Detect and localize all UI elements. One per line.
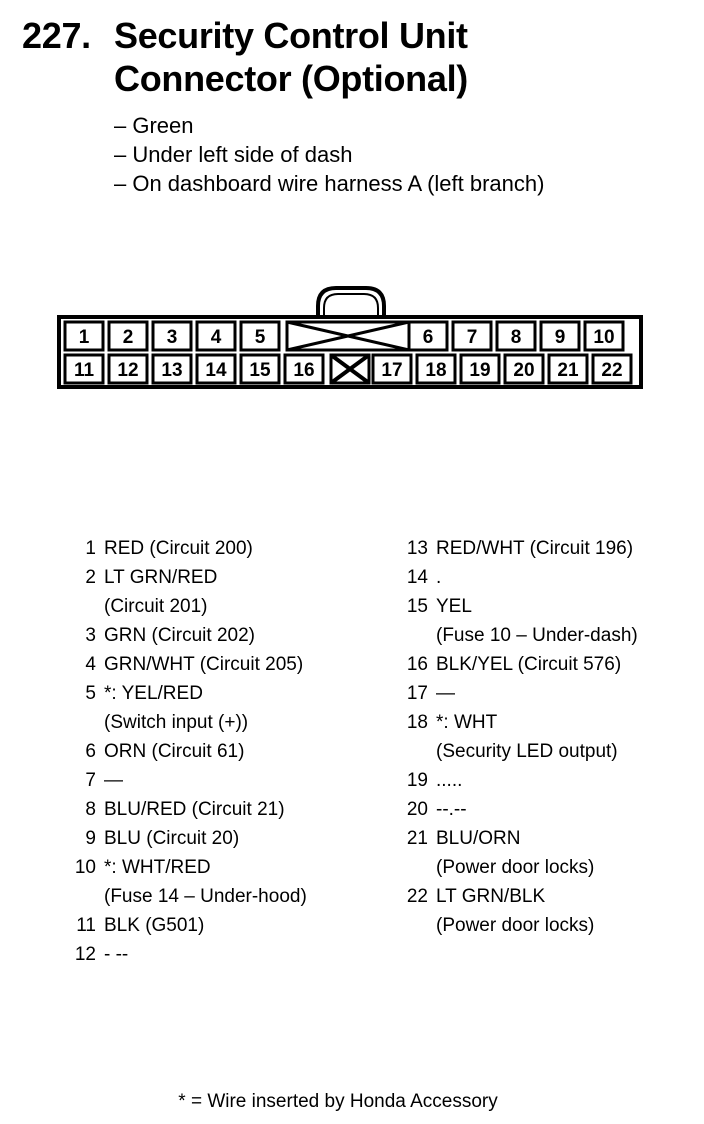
footnote: * = Wire inserted by Honda Accessory bbox=[178, 1091, 498, 1112]
pin-number-label: 10 bbox=[593, 327, 614, 348]
pin-row: 20--.-- bbox=[406, 799, 467, 820]
connector-cavity-13: 13 bbox=[151, 353, 193, 385]
connector-cavity-10: 10 bbox=[583, 320, 625, 352]
pin-number-label: 8 bbox=[511, 327, 522, 348]
pin-number-label: 12 bbox=[117, 360, 138, 381]
pin-row: 14 . bbox=[406, 567, 442, 588]
pin-number-label: 21 bbox=[557, 360, 579, 381]
connector-cavity-17: 17 bbox=[371, 353, 413, 385]
connector-cavity-6: 6 bbox=[407, 320, 449, 352]
connector-cavity-15: 15 bbox=[239, 353, 281, 385]
detail-harness: – On dashboard wire harness A (left bran… bbox=[114, 171, 545, 196]
section-number: 227. bbox=[22, 15, 91, 56]
connector-cavity-4: 4 bbox=[195, 320, 237, 352]
pin-number-label: 1 bbox=[79, 327, 90, 348]
connector-cavity-21: 21 bbox=[547, 353, 589, 385]
connector-cavity-1: 1 bbox=[63, 320, 105, 352]
pin-row: 18*: WHT bbox=[406, 712, 498, 733]
pin-number-label: 7 bbox=[467, 327, 478, 348]
pin-number-label: 15 bbox=[249, 360, 271, 381]
pin-row: 17— bbox=[406, 683, 455, 704]
detail-location: – Under left side of dash bbox=[114, 142, 353, 167]
connector-cavity-16: 16 bbox=[283, 353, 325, 385]
connector-cavity-20: 20 bbox=[503, 353, 545, 385]
pin-number-label: 22 bbox=[601, 360, 622, 381]
connector-cavity-3: 3 bbox=[151, 320, 193, 352]
pin-number-label: 4 bbox=[211, 327, 222, 348]
pin-number-label: 6 bbox=[423, 327, 434, 348]
connector-cavity-19: 19 bbox=[459, 353, 501, 385]
detail-color: – Green bbox=[114, 113, 194, 138]
connector-cavity-7: 7 bbox=[451, 320, 493, 352]
connector-cavity-22: 22 bbox=[591, 353, 633, 385]
connector-cavity-11: 11 bbox=[63, 353, 105, 385]
pin-row: 10*: WHT/RED bbox=[74, 857, 211, 878]
pin-row: 7— bbox=[85, 770, 123, 791]
pin-number-label: 18 bbox=[425, 360, 446, 381]
pin-number-label: 11 bbox=[74, 360, 95, 381]
pin-number-label: 16 bbox=[293, 360, 314, 381]
connector-lock-tab bbox=[316, 286, 386, 320]
connector-cavity-2: 2 bbox=[107, 320, 149, 352]
blank-cavity-bottom bbox=[329, 353, 371, 385]
connector-cavity-12: 12 bbox=[107, 353, 149, 385]
pin-row: 19..... bbox=[406, 770, 463, 791]
title-line-2: Connector (Optional) bbox=[114, 58, 468, 99]
pin-number-label: 2 bbox=[123, 327, 134, 348]
pin-number-label: 19 bbox=[469, 360, 490, 381]
connector-cavity-5: 5 bbox=[239, 320, 281, 352]
blank-cavity-top bbox=[285, 320, 411, 352]
connector-cavity-18: 18 bbox=[415, 353, 457, 385]
pin-number-label: 9 bbox=[555, 327, 566, 348]
pin-number-label: 17 bbox=[381, 360, 402, 381]
pin-number-label: 13 bbox=[161, 360, 182, 381]
pin-row: (Power door locks) bbox=[436, 915, 595, 936]
connector-details: – Green – Under left side of dash – On d… bbox=[114, 111, 544, 198]
pin-number-label: 20 bbox=[513, 360, 534, 381]
pin-row: (Fuse 14 – Under-hood) bbox=[104, 886, 307, 907]
pin-row: (Switch input (+)) bbox=[104, 712, 249, 733]
connector-cavity-14: 14 bbox=[195, 353, 237, 385]
pin-row: (Circuit 201) bbox=[104, 596, 208, 617]
title-line-1: Security Control Unit bbox=[114, 15, 468, 56]
pin-number-label: 5 bbox=[255, 327, 266, 348]
pin-row: (Power door locks) bbox=[436, 857, 595, 878]
pin-row: (Fuse 10 – Under-dash) bbox=[436, 625, 638, 646]
pin-row: 5*: YEL/RED bbox=[85, 683, 203, 704]
connector-cavity-8: 8 bbox=[495, 320, 537, 352]
pin-row: 12- -- bbox=[74, 944, 129, 965]
connector-cavity-9: 9 bbox=[539, 320, 581, 352]
pin-number-label: 14 bbox=[205, 360, 227, 381]
pin-row: (Security LED output) bbox=[436, 741, 618, 762]
pin-number-label: 3 bbox=[167, 327, 178, 348]
